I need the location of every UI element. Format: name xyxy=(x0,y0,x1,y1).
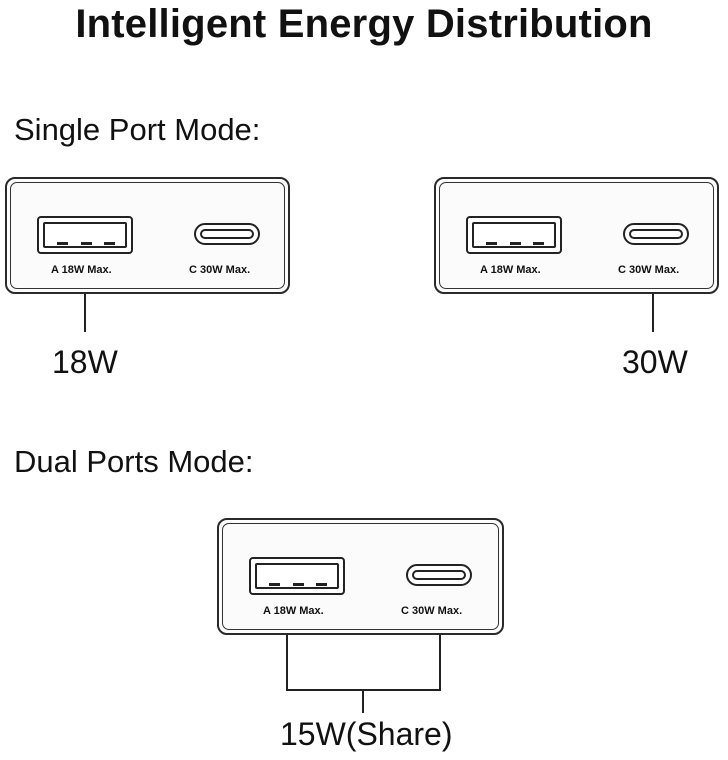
bracket-left xyxy=(286,635,288,691)
usb-a-port-label: A 18W Max. xyxy=(480,264,541,276)
output-15w-share: 15W(Share) xyxy=(280,716,453,752)
power-bank-single-a: A 18W Max. C 30W Max. xyxy=(5,177,290,294)
connector-line-c xyxy=(652,294,654,332)
usb-c-port-label: C 30W Max. xyxy=(401,605,463,617)
power-bank-dual: A 18W Max. C 30W Max. xyxy=(217,518,504,635)
usb-c-port-label: C 30W Max. xyxy=(189,264,251,276)
dual-ports-mode-heading: Dual Ports Mode: xyxy=(14,444,254,479)
usb-a-port-icon xyxy=(249,557,345,595)
usb-a-port-label: A 18W Max. xyxy=(51,264,112,276)
usb-a-port-icon xyxy=(466,216,562,254)
output-30w: 30W xyxy=(622,344,688,380)
usb-a-port-label: A 18W Max. xyxy=(263,605,324,617)
output-18w: 18W xyxy=(52,344,118,380)
usb-c-port-icon xyxy=(194,223,260,245)
single-port-mode-heading: Single Port Mode: xyxy=(14,112,261,147)
usb-a-port-icon xyxy=(37,216,133,254)
bracket-stem xyxy=(362,689,364,713)
usb-c-port-label: C 30W Max. xyxy=(618,264,680,276)
power-bank-single-c: A 18W Max. C 30W Max. xyxy=(434,177,719,294)
page-title: Intelligent Energy Distribution xyxy=(75,2,653,46)
usb-c-port-icon xyxy=(623,223,689,245)
usb-c-port-icon xyxy=(406,564,472,586)
connector-line-a xyxy=(84,294,86,332)
bracket-right xyxy=(439,635,441,691)
